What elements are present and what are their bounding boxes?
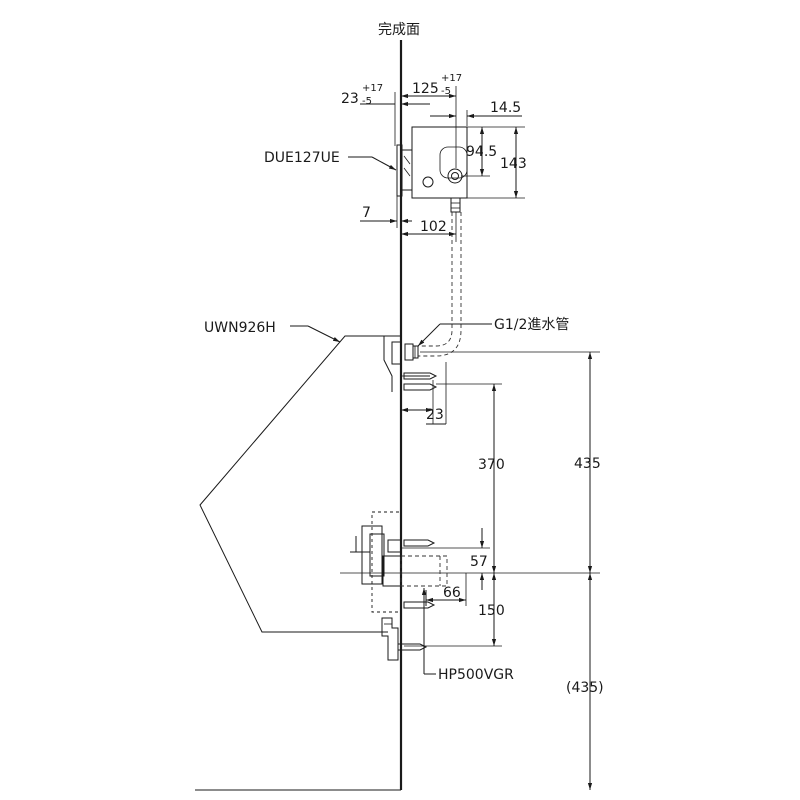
dim-143: 143 [500,156,527,172]
flush-valve-box [411,126,468,213]
dim-102: 102 [420,219,447,235]
dim-94-5: 94.5 [466,144,497,160]
trap-model-label: HP500VGR [438,667,514,683]
supply-pipe-hidden [418,212,462,357]
dim-23-lower: 23 [426,407,444,423]
dim-23-tol-minus: -5 [362,96,372,107]
inlet-spud [391,341,419,365]
dim-435: 435 [574,456,601,472]
lower-bracket [381,617,428,661]
inlet-leader-diag [417,323,441,347]
valve-leader-diag [371,156,397,171]
dim-125: 125 [412,81,439,97]
dim-57: 57 [470,554,488,570]
dim-150: 150 [478,603,505,619]
finish-surface-label: 完成面 [378,22,420,38]
dim-125-tol-minus: -5 [441,86,451,97]
inlet-pipe-label: G1/2進水管 [494,317,569,333]
dim-370: 370 [478,457,505,473]
dim-7: 7 [362,205,371,221]
dim-23-top: 23 [341,91,359,107]
urinal-leader-diag [307,325,341,343]
trap-assembly [350,511,448,613]
dim-125-tol-plus: +17 [441,73,462,84]
valve-cover-plate [396,144,413,197]
trap-screws [403,539,436,609]
dim-435-ref: (435) [566,680,604,696]
dim-14-5: 14.5 [490,100,521,116]
valve-model-label: DUE127UE [264,150,340,166]
dim-66: 66 [443,585,461,601]
urinal-model-label: UWN926H [204,320,276,336]
dim-23-tol-plus: +17 [362,83,383,94]
urinal-back-upper [383,336,393,392]
urinal-body [199,335,401,633]
upper-mounting-bolts [400,372,438,391]
